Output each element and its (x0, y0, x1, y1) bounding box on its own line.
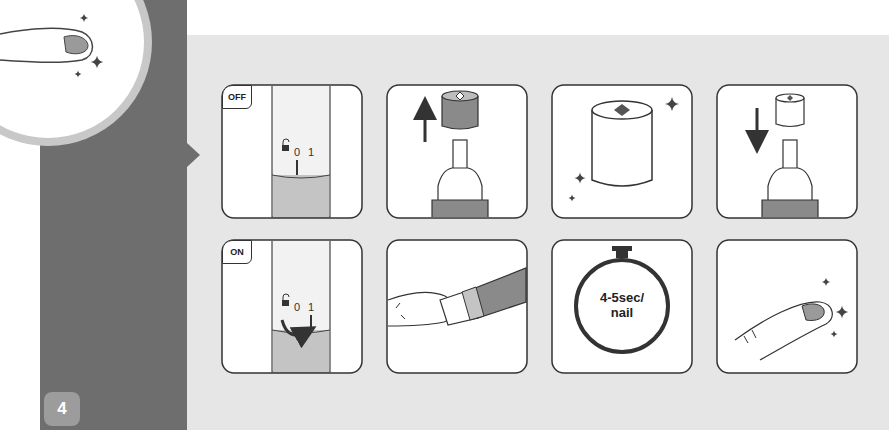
handle-off (272, 86, 330, 217)
clean-comb (569, 97, 680, 202)
stopwatch (612, 246, 632, 258)
dial-mark: 0 (294, 302, 300, 313)
dial-mark: 1 (308, 302, 314, 313)
node-text: 4-5sec/ nail (591, 291, 653, 321)
comb-removal (425, 91, 488, 217)
trim-nail (388, 268, 526, 326)
step-number: 4 (44, 392, 80, 426)
on-badge: ON (222, 240, 252, 264)
handle-on (272, 241, 330, 372)
pointer-notch (187, 143, 200, 167)
off-badge: OFF (222, 85, 252, 109)
node-text: OFF (228, 92, 246, 102)
comb-replace (757, 94, 818, 217)
dial-mark: 1 (308, 147, 314, 158)
content-panel (187, 35, 889, 430)
step-panels (222, 85, 857, 373)
finger-circle (0, 0, 148, 142)
dial-mark: 0 (294, 147, 300, 158)
node-text: ON (230, 247, 244, 257)
stopwatch-face: 4-5sec/ nail (574, 258, 670, 354)
node-text: 4 (57, 399, 66, 419)
finished-nail (735, 278, 848, 360)
